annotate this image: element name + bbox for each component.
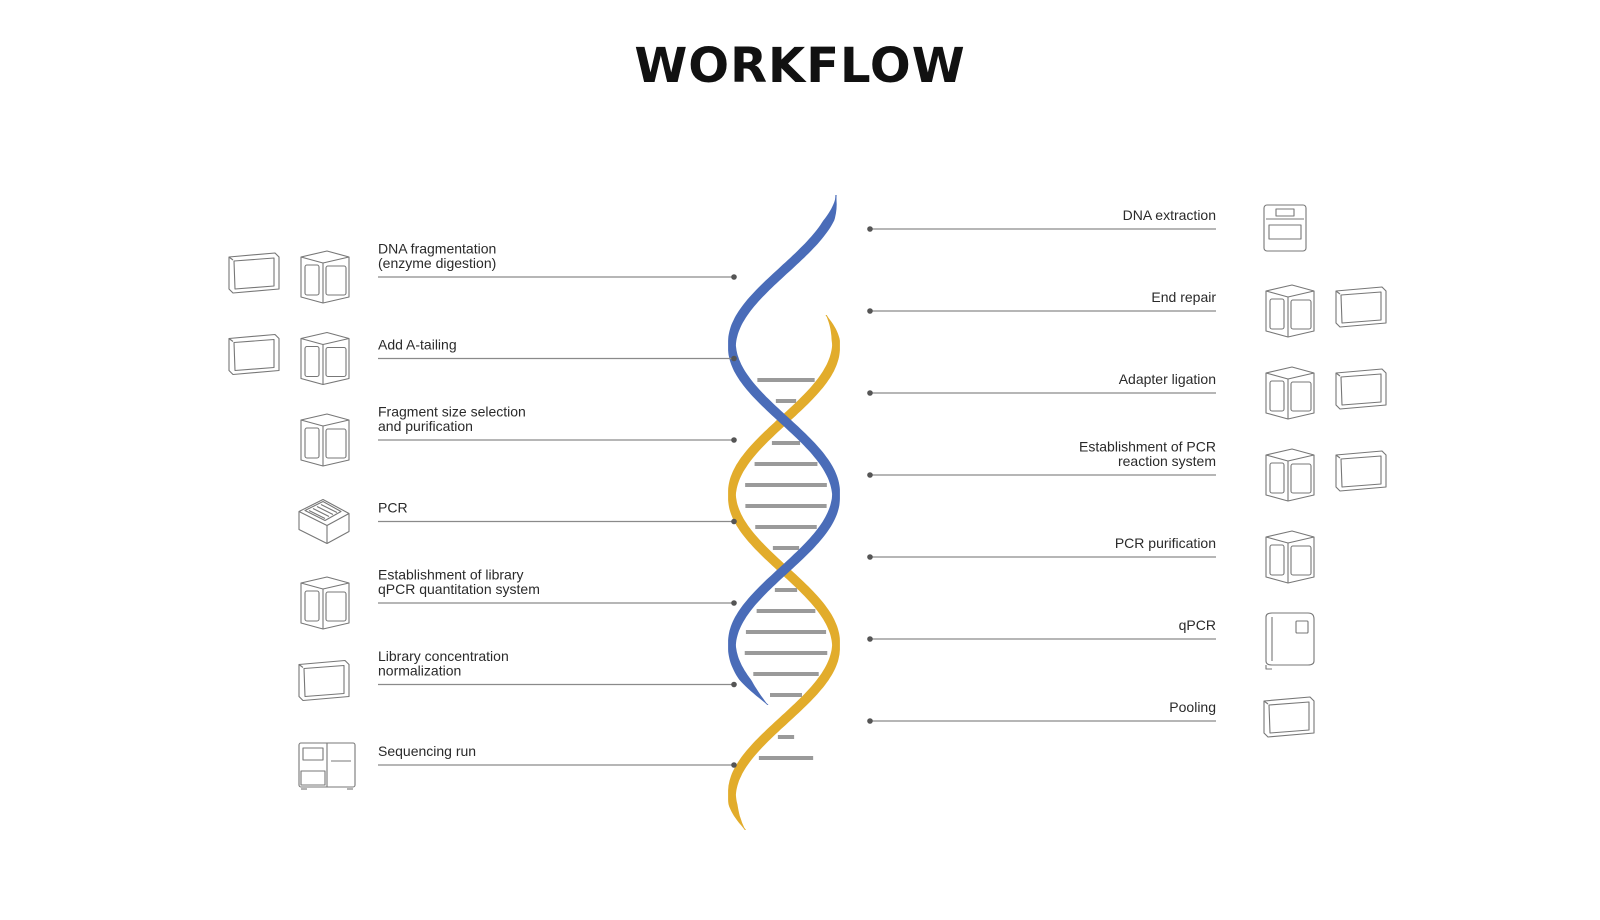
plate-reader-icon xyxy=(298,659,350,702)
step-label-line: Establishment of library xyxy=(378,567,524,583)
plate-reader-icon xyxy=(1335,368,1387,410)
left-step: Sequencing run xyxy=(298,742,737,790)
left-step: Add A-tailing xyxy=(228,331,737,386)
connector-dot xyxy=(731,518,737,525)
connector-dot xyxy=(731,355,737,362)
incubator-icon xyxy=(1265,530,1315,584)
incubator-icon xyxy=(300,413,350,467)
step-label: DNA extraction xyxy=(1123,207,1216,223)
step-label-line: Library concentration xyxy=(378,648,509,664)
step-label-line: qPCR xyxy=(1179,617,1216,633)
right-step: Adapter ligation xyxy=(867,366,1387,420)
step-label: Sequencing run xyxy=(378,743,476,759)
left-step: PCR xyxy=(298,498,737,545)
helix-rungs xyxy=(744,378,828,760)
extractor-icon xyxy=(1263,204,1307,252)
blue-strand xyxy=(728,195,840,705)
right-step: DNA extraction xyxy=(867,204,1307,252)
step-label-line: Adapter ligation xyxy=(1119,371,1216,387)
step-label: End repair xyxy=(1151,289,1216,305)
right-step: End repair xyxy=(867,284,1387,338)
step-label-line: (enzyme digestion) xyxy=(378,255,496,271)
step-label: qPCR xyxy=(1179,617,1216,633)
step-label-line: PCR xyxy=(378,500,408,516)
connector-dot xyxy=(867,554,873,560)
step-label-line: Fragment size selection xyxy=(378,404,526,420)
right-step: qPCR xyxy=(867,612,1315,670)
step-label-line: qPCR quantitation system xyxy=(378,581,540,597)
step-label: Pooling xyxy=(1169,699,1216,715)
page-title: WORKFLOW xyxy=(634,38,966,94)
connector-dot xyxy=(867,718,873,724)
incubator-icon xyxy=(300,331,350,386)
connector-dot xyxy=(867,226,873,232)
step-label-line: Establishment of PCR xyxy=(1079,439,1216,455)
step-label: Adapter ligation xyxy=(1119,371,1216,387)
plate-reader-icon xyxy=(1335,450,1387,492)
step-label: PCR xyxy=(378,500,408,516)
step-label-line: PCR purification xyxy=(1115,535,1216,551)
step-label-line: End repair xyxy=(1151,289,1216,305)
step-label: DNA fragmentation(enzyme digestion) xyxy=(378,241,496,272)
left-step: DNA fragmentation(enzyme digestion) xyxy=(228,241,737,304)
incubator-icon xyxy=(1265,448,1315,502)
incubator-icon xyxy=(1265,284,1315,338)
incubator-icon xyxy=(300,576,350,630)
step-label-line: and purification xyxy=(378,418,473,434)
plate-reader-icon xyxy=(228,252,280,294)
thermal-cycler-icon xyxy=(298,498,350,545)
plate-reader-icon xyxy=(1335,286,1387,328)
plate-reader-icon xyxy=(228,333,280,376)
connector-dot xyxy=(867,636,873,642)
dna-helix xyxy=(728,195,840,830)
step-label-line: Sequencing run xyxy=(378,743,476,759)
step-label-line: reaction system xyxy=(1118,453,1216,469)
right-step: PCR purification xyxy=(867,530,1315,584)
step-label-line: normalization xyxy=(378,663,461,679)
step-label-line: DNA extraction xyxy=(1123,207,1216,223)
right-step: Pooling xyxy=(867,696,1315,738)
connector-dot xyxy=(731,681,737,688)
left-steps: DNA fragmentation(enzyme digestion) Add A… xyxy=(228,241,737,790)
connector-dot xyxy=(731,762,737,768)
sequencer-icon xyxy=(298,742,356,790)
step-label: PCR purification xyxy=(1115,535,1216,551)
step-label: Add A-tailing xyxy=(378,337,457,353)
connector-dot xyxy=(731,437,737,443)
connector-dot xyxy=(731,600,737,606)
step-label-line: DNA fragmentation xyxy=(378,241,496,257)
connector-dot xyxy=(731,274,737,280)
step-label-line: Pooling xyxy=(1169,699,1216,715)
plate-reader-icon xyxy=(1263,696,1315,738)
incubator-icon xyxy=(1265,366,1315,420)
step-label-line: Add A-tailing xyxy=(378,337,457,353)
connector-dot xyxy=(867,472,873,478)
incubator-icon xyxy=(300,250,350,304)
qpcr-instrument-icon xyxy=(1265,612,1315,670)
connector-dot xyxy=(867,390,873,396)
connector-dot xyxy=(867,308,873,314)
